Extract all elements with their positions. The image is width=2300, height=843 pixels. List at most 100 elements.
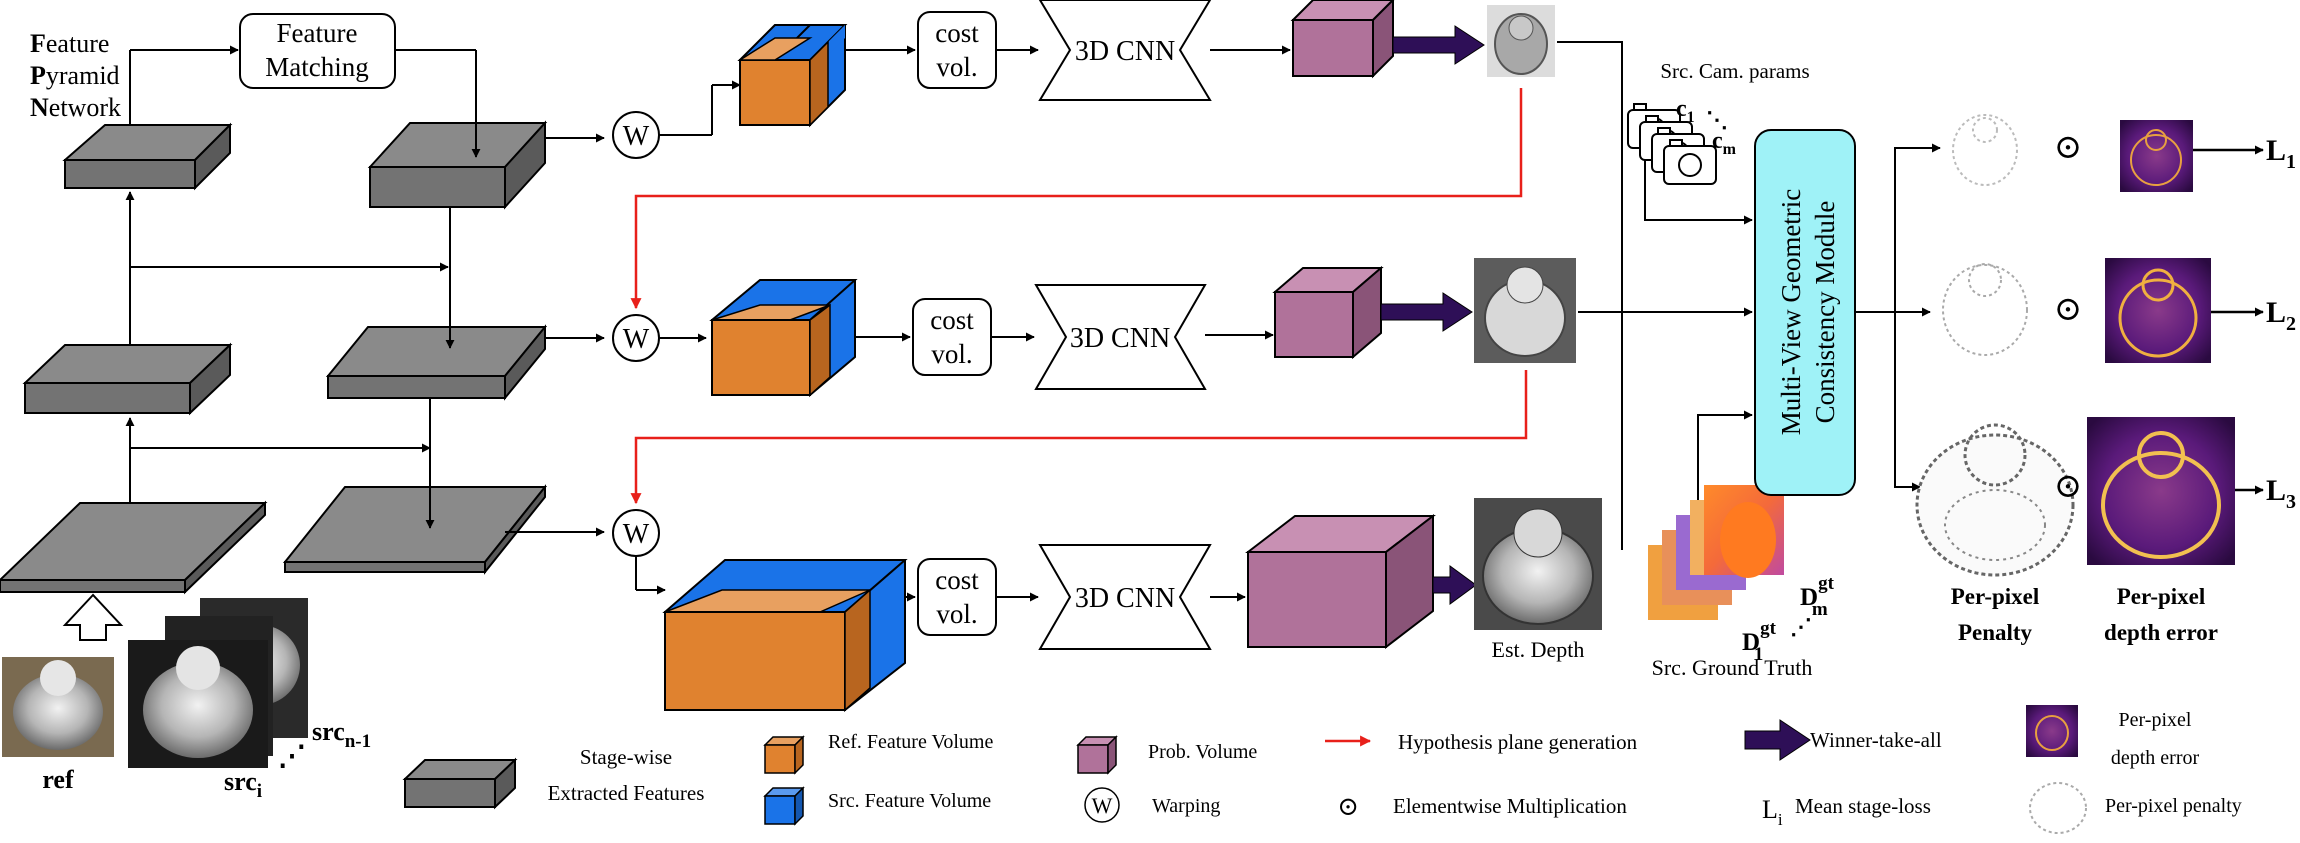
svg-text:W: W	[1092, 793, 1113, 818]
cost-volume-2: cost vol.	[912, 298, 992, 376]
legend-odot: ⊙	[1337, 792, 1359, 821]
svg-text:3D CNN: 3D CNN	[1070, 323, 1170, 354]
depth-to-mvgc-connectors	[1557, 41, 1753, 555]
fpn-connectors	[125, 45, 605, 537]
svg-text:Prob. Volume: Prob. Volume	[1148, 741, 1257, 763]
svg-text:vol.: vol.	[931, 339, 972, 369]
penalty-caption-1: Per-pixel	[1951, 584, 2040, 609]
legend-warp-icon: W	[1084, 787, 1120, 823]
svg-text:Warping: Warping	[1152, 795, 1220, 817]
cost-connectors	[991, 45, 1039, 602]
svg-text:vol.: vol.	[936, 599, 977, 629]
matched-slab-2	[325, 324, 548, 401]
svg-text:Per-pixel penalty: Per-pixel penalty	[2105, 795, 2242, 817]
loss-arrows	[2193, 145, 2264, 495]
cnn-connectors	[1205, 45, 1291, 602]
volume-connectors	[845, 45, 916, 602]
svg-text:Matching: Matching	[265, 52, 368, 82]
odot-2: ⊙	[2054, 291, 2083, 328]
fpn-slab-1	[62, 122, 233, 191]
svg-text:depth error: depth error	[2111, 747, 2200, 769]
wta-arrows	[1380, 25, 1485, 605]
penalty-map-3	[1915, 423, 2075, 577]
feature-volume-1	[737, 24, 848, 128]
svg-text:Per-pixel: Per-pixel	[2119, 709, 2192, 731]
legend-src-volume	[763, 786, 805, 826]
up-arrow	[62, 593, 124, 641]
cnn-block-1: 3D CNN	[1038, 0, 1212, 101]
matched-slab-3	[282, 484, 548, 575]
feature-volume-2	[709, 279, 858, 398]
error-map-3	[2087, 417, 2235, 565]
svg-text:Extracted Features: Extracted Features	[548, 781, 705, 805]
svg-text:Elementwise Multiplication: Elementwise Multiplication	[1393, 794, 1627, 818]
legend-error-map	[2026, 705, 2078, 757]
svg-text:Multi-View Geometric: Multi-View Geometric	[1776, 189, 1806, 436]
error-caption-1: Per-pixel	[2117, 584, 2206, 609]
svg-text:cost: cost	[935, 18, 979, 48]
svg-text:W: W	[623, 121, 650, 152]
svg-text:Mean stage-loss: Mean stage-loss	[1795, 794, 1931, 818]
warp-node-1: W	[612, 111, 660, 159]
est-depth-3	[1474, 498, 1602, 630]
svg-text:Ref. Feature Volume: Ref. Feature Volume	[828, 731, 993, 753]
ground-truth-label: Src. Ground Truth	[1652, 655, 1813, 680]
cnn-block-3: 3D CNN	[1038, 544, 1212, 650]
loss-1: L1	[2266, 134, 2296, 173]
ref-image	[2, 657, 114, 757]
svg-text:W: W	[623, 519, 650, 550]
penalty-caption-2: Penalty	[1958, 620, 2033, 645]
svg-text:3D CNN: 3D CNN	[1075, 36, 1175, 67]
svg-text:3D CNN: 3D CNN	[1075, 583, 1175, 614]
gt-dots: ⋰	[1790, 614, 1812, 639]
feature-matching-box: Feature Matching	[239, 13, 396, 89]
legend-ref-volume	[763, 735, 805, 775]
cam-params-label: Src. Cam. params	[1660, 59, 1809, 83]
est-depth-2	[1474, 258, 1576, 363]
cam-cm: cm	[1712, 128, 1737, 158]
warp-connectors	[635, 80, 741, 595]
legend-prob-volume	[1076, 735, 1118, 775]
cost-volume-3: cost vol.	[917, 558, 997, 636]
error-map-1	[2120, 120, 2193, 192]
src-n-label: srcn-1	[312, 717, 371, 752]
warp-node-2: W	[612, 314, 660, 362]
odot-3: ⊙	[2054, 468, 2083, 505]
odot-1: ⊙	[2054, 129, 2083, 166]
svg-text:Consistency Module: Consistency Module	[1810, 201, 1840, 424]
src-images	[128, 598, 308, 768]
cam-dots: ⋱	[1706, 107, 1728, 132]
error-map-2	[2105, 258, 2211, 363]
penalty-map-1	[1952, 114, 2018, 186]
hypothesis-arrows	[630, 88, 1528, 505]
fpn-label: Feature Pyramid Network	[30, 29, 126, 122]
svg-text:Src. Feature Volume: Src. Feature Volume	[828, 790, 991, 812]
src-i-label: srci	[224, 767, 262, 802]
legend-li: Li	[1762, 795, 1783, 829]
svg-text:Hypothesis plane generation: Hypothesis plane generation	[1398, 730, 1638, 754]
svg-text:Feature: Feature	[277, 18, 358, 48]
prob-volume-3	[1245, 513, 1436, 650]
warp-node-3: W	[612, 509, 660, 557]
est-depth-label: Est. Depth	[1492, 637, 1585, 662]
prob-volume-1	[1290, 0, 1395, 79]
penalty-map-2	[1942, 263, 2028, 356]
mvgc-output-connectors	[1855, 143, 1941, 492]
legend-feature-slab	[402, 757, 518, 810]
mvgc-module: Multi-View Geometric Consistency Module	[1754, 129, 1856, 496]
loss-3: L3	[2266, 474, 2296, 513]
camera-icon	[1663, 139, 1717, 185]
prob-volume-2	[1272, 265, 1384, 360]
src-dots: ⋰	[278, 741, 306, 772]
ground-truth-maps	[1648, 485, 1784, 620]
cam-c1: c1	[1676, 96, 1695, 126]
ref-label: ref	[42, 765, 74, 794]
svg-text:Stage-wise: Stage-wise	[580, 745, 672, 769]
legend: Stage-wise Extracted Features Ref. Featu…	[402, 705, 2242, 834]
legend-wta-arrow	[1744, 719, 1811, 761]
fpn-slab-2	[22, 342, 233, 416]
matched-slab-1	[367, 120, 548, 210]
feature-volume-3	[662, 559, 908, 713]
